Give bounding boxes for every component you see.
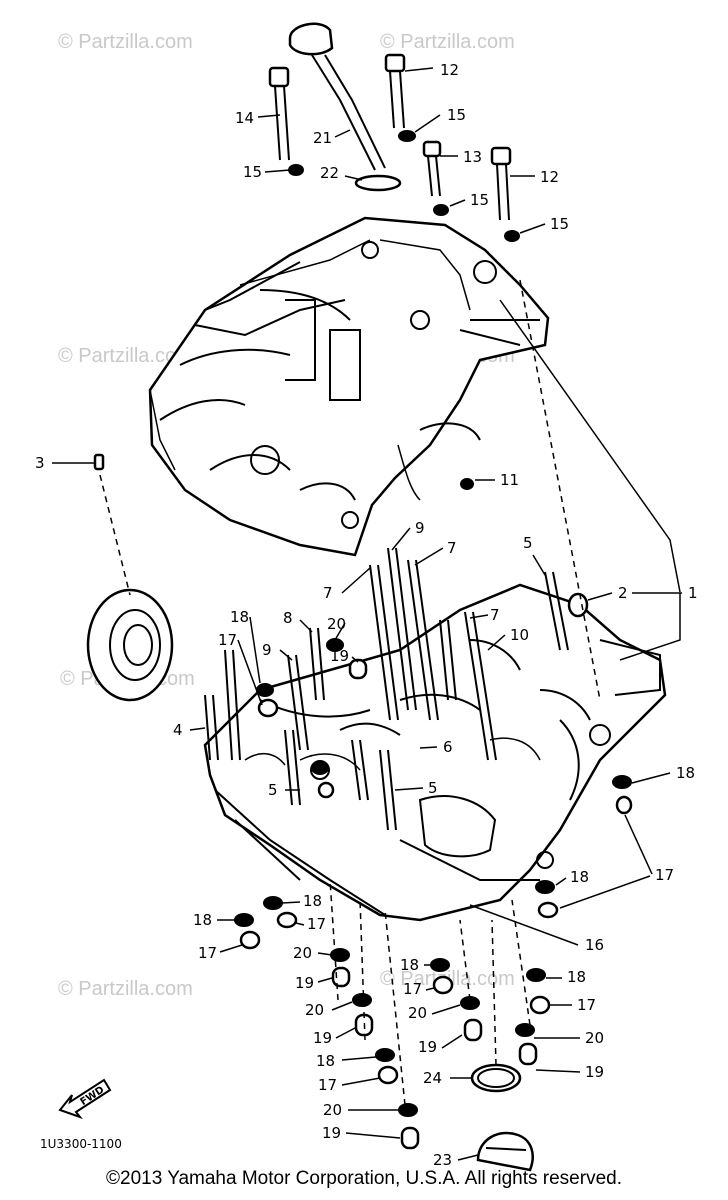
part-label-2: 2 <box>618 584 628 602</box>
part-label-18: 18 <box>676 764 695 782</box>
part-label-11: 11 <box>500 471 519 489</box>
part-label-18: 18 <box>230 608 249 626</box>
part-label-15: 15 <box>470 191 489 209</box>
watermark-text: © Partzilla.com <box>58 345 193 367</box>
part-label-20: 20 <box>323 1101 342 1119</box>
part-label-20: 20 <box>585 1029 604 1047</box>
part-label-17: 17 <box>577 996 596 1014</box>
part-label-21: 21 <box>313 129 332 147</box>
watermark-text: © Partzilla.com <box>58 978 193 1000</box>
copyright-notice: ©2013 Yamaha Motor Corporation, U.S.A. A… <box>106 1168 622 1189</box>
part-label-18: 18 <box>567 968 586 986</box>
part-label-14: 14 <box>235 109 254 127</box>
part-label-16: 16 <box>585 936 604 954</box>
part-label-5: 5 <box>428 779 438 797</box>
part-label-20: 20 <box>305 1001 324 1019</box>
part-label-5: 5 <box>523 534 533 552</box>
part-label-18: 18 <box>193 911 212 929</box>
part-label-1: 1 <box>688 584 698 602</box>
part-label-9: 9 <box>415 519 425 537</box>
watermark-text: © Partzilla.com <box>58 31 193 53</box>
part-label-8: 8 <box>283 609 293 627</box>
part-label-19: 19 <box>322 1124 341 1142</box>
part-label-15: 15 <box>243 163 262 181</box>
part-label-17: 17 <box>198 944 217 962</box>
diagram-code: 1U3300-1100 <box>40 1137 122 1151</box>
watermark-text: © Partzilla.com <box>380 31 515 53</box>
part-label-18: 18 <box>303 892 322 910</box>
part-label-7: 7 <box>447 539 457 557</box>
part-label-17: 17 <box>218 631 237 649</box>
part-label-19: 19 <box>418 1038 437 1056</box>
part-label-20: 20 <box>293 944 312 962</box>
crankcase-bolts-top <box>268 53 520 242</box>
part-label-24: 24 <box>423 1069 442 1087</box>
part-label-20: 20 <box>408 1004 427 1022</box>
leader-lines <box>52 67 682 1161</box>
upper-crankcase <box>148 216 550 557</box>
part-label-17: 17 <box>307 915 326 933</box>
part-label-7: 7 <box>323 584 333 602</box>
part-label-19: 19 <box>313 1029 332 1047</box>
part-label-19: 19 <box>295 974 314 992</box>
part-label-7: 7 <box>490 606 500 624</box>
part-label-18: 18 <box>316 1052 335 1070</box>
part-label-10: 10 <box>510 626 529 644</box>
part-label-23: 23 <box>433 1151 452 1169</box>
part-label-18: 18 <box>570 868 589 886</box>
part-label-20: 20 <box>327 615 346 633</box>
part-label-18: 18 <box>400 956 419 974</box>
oil-level-gauge <box>288 22 402 192</box>
part-label-19: 19 <box>585 1063 604 1081</box>
part-label-5: 5 <box>268 781 278 799</box>
part-label-13: 13 <box>463 148 482 166</box>
forward-arrow-icon: FWD <box>58 1078 112 1120</box>
part-label-6: 6 <box>443 738 453 756</box>
crankcase-studs <box>204 547 569 831</box>
part-label-17: 17 <box>403 980 422 998</box>
part-label-9: 9 <box>262 641 272 659</box>
part-label-12: 12 <box>540 168 559 186</box>
part-label-15: 15 <box>550 215 569 233</box>
part-label-4: 4 <box>173 721 183 739</box>
part-label-12: 12 <box>440 61 459 79</box>
part-label-15: 15 <box>447 106 466 124</box>
part-label-19: 19 <box>330 647 349 665</box>
dowel-pins-and-orings <box>234 478 633 1172</box>
oil-seal <box>86 453 174 702</box>
part-label-17: 17 <box>318 1076 337 1094</box>
part-label-17: 17 <box>655 866 674 884</box>
lower-crankcase <box>203 583 667 922</box>
part-label-3: 3 <box>35 454 45 472</box>
part-label-22: 22 <box>320 164 339 182</box>
